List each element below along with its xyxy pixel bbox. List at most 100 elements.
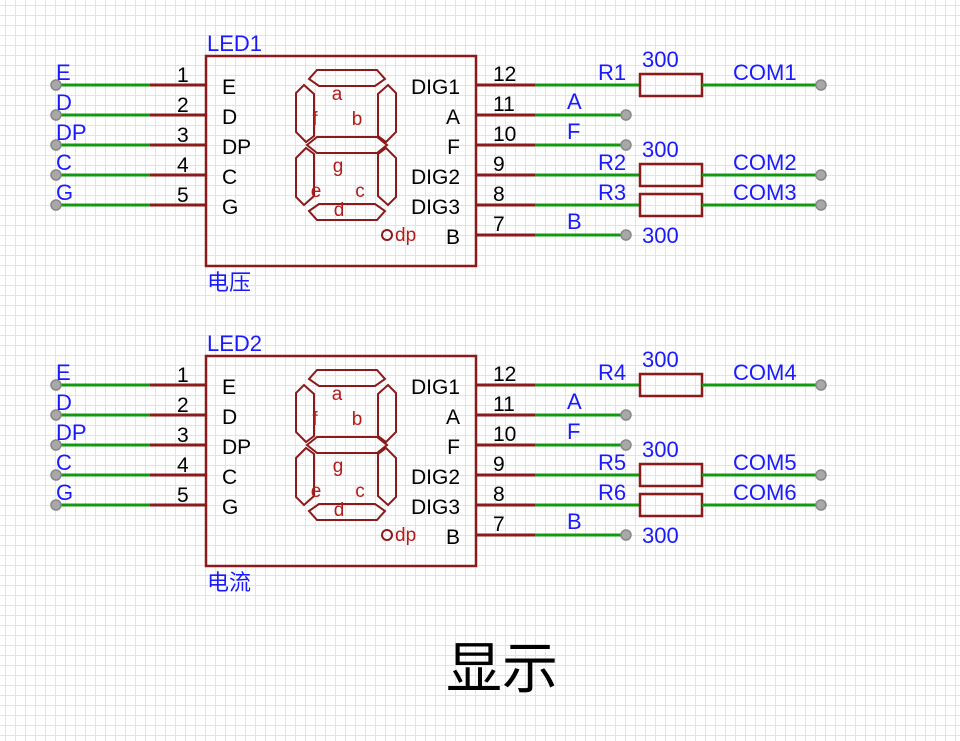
segment-label: f (312, 109, 318, 130)
net-terminal (50, 169, 62, 181)
net-label: DP (56, 120, 87, 145)
pin-number: 5 (177, 484, 189, 507)
resistor-value: 300 (642, 523, 679, 548)
segment-label: a (332, 384, 343, 405)
pin-number: 4 (177, 454, 189, 477)
net-terminal (815, 379, 827, 391)
net-terminal (50, 199, 62, 211)
pin-name: E (222, 76, 236, 99)
pin-number: 4 (177, 154, 189, 177)
net-terminal (50, 409, 62, 421)
pin-name: A (446, 106, 460, 129)
led-body (204, 354, 478, 568)
net-terminal (815, 469, 827, 481)
segment-label: c (355, 181, 365, 202)
net-label: B (567, 509, 582, 534)
dp-dot (381, 229, 393, 241)
com-net-label: COM2 (733, 150, 797, 175)
com-net-label: COM1 (733, 60, 797, 85)
resistor-ref: R3 (598, 180, 626, 205)
pin-number: 12 (493, 363, 516, 386)
segment-label: d (334, 500, 345, 521)
pin-name: C (222, 466, 237, 489)
net-label: G (56, 480, 73, 505)
resistor-ref: R1 (598, 60, 626, 85)
pin-number: 7 (493, 213, 505, 236)
pin-name: B (446, 226, 460, 249)
segment-label: f (312, 409, 318, 430)
net-label: D (56, 390, 72, 415)
resistor-ref: R2 (598, 150, 626, 175)
pin-number: 11 (493, 93, 515, 116)
net-terminal (620, 139, 632, 151)
pin-name: DP (222, 436, 251, 459)
net-terminal (50, 379, 62, 391)
resistor-value: 300 (642, 437, 679, 462)
pin-name: DIG1 (411, 376, 460, 399)
pin-name: F (447, 136, 460, 159)
net-terminal (50, 79, 62, 91)
pin-number: 8 (493, 183, 505, 206)
led-caption: 电流 (207, 570, 251, 595)
resistor-body (638, 462, 704, 488)
pin-name: DIG2 (411, 466, 460, 489)
led-designator: LED1 (207, 31, 262, 56)
net-terminal (620, 529, 632, 541)
pin-name: DIG1 (411, 76, 460, 99)
pin-name: DIG2 (411, 166, 460, 189)
segment-label: a (332, 84, 343, 105)
pin-number: 9 (493, 153, 505, 176)
resistor-ref: R4 (598, 360, 626, 385)
net-label: A (567, 89, 582, 114)
segment-label: c (355, 481, 365, 502)
pin-number: 2 (177, 394, 189, 417)
led-caption: 电压 (207, 270, 251, 295)
net-terminal (620, 229, 632, 241)
net-terminal (620, 109, 632, 121)
pin-name: B (446, 526, 460, 549)
segment-outline (307, 369, 387, 387)
pin-number: 3 (177, 424, 189, 447)
net-label: F (567, 419, 580, 444)
segment-label: e (311, 481, 322, 502)
net-terminal (620, 439, 632, 451)
segment-outline (305, 136, 389, 154)
segment-label: e (311, 181, 322, 202)
pin-name: DIG3 (411, 496, 460, 519)
segment-label: g (333, 456, 344, 477)
pin-number: 7 (493, 513, 505, 536)
net-terminal (815, 169, 827, 181)
com-net-label: COM3 (733, 180, 797, 205)
resistor-value: 300 (642, 47, 679, 72)
net-label: C (56, 150, 72, 175)
net-label: A (567, 389, 582, 414)
segment-outline (377, 146, 397, 207)
segment-outline (307, 69, 387, 87)
net-terminal (50, 139, 62, 151)
segment-outline (295, 383, 315, 444)
resistor-body (638, 72, 704, 98)
resistor-body (638, 192, 704, 218)
pin-name: E (222, 376, 236, 399)
pin-number: 1 (177, 364, 189, 387)
pin-name: A (446, 406, 460, 429)
net-terminal (50, 439, 62, 451)
net-label: C (56, 450, 72, 475)
diagram-title: 显示 (446, 637, 558, 702)
dp-dot (381, 529, 393, 541)
resistor-body (638, 492, 704, 518)
segment-label: g (333, 156, 344, 177)
pin-name: F (447, 436, 460, 459)
resistor-value: 300 (642, 347, 679, 372)
segment-outline (377, 83, 397, 144)
segment-label: b (352, 409, 363, 430)
pin-number: 2 (177, 94, 189, 117)
net-label: DP (56, 420, 87, 445)
segment-outline (295, 446, 315, 507)
net-terminal (50, 469, 62, 481)
com-net-label: COM5 (733, 450, 797, 475)
net-terminal (50, 109, 62, 121)
